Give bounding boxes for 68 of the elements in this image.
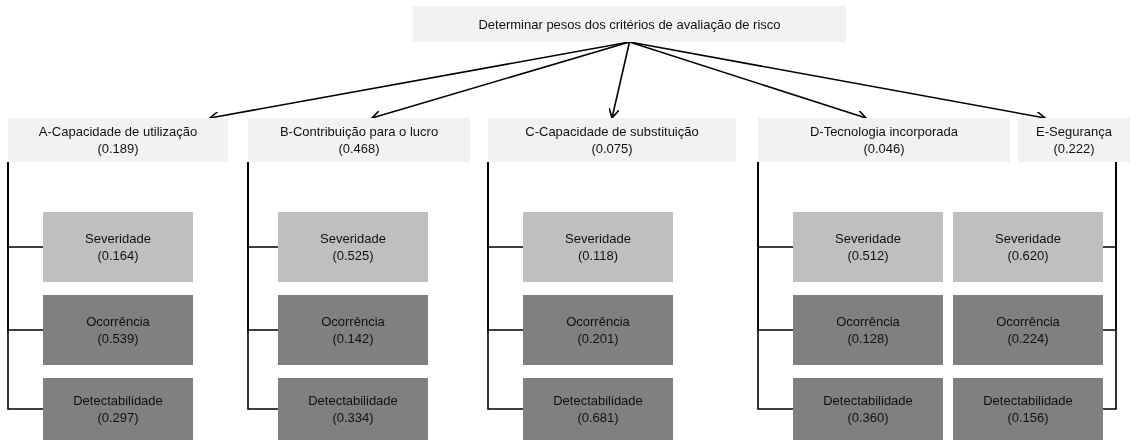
weight-value: (0.118) (577, 247, 619, 264)
subcriterion-box (43, 212, 193, 282)
weight-value: (0.297) (97, 409, 139, 426)
criterion-box (1018, 118, 1130, 162)
weight-value: (0.512) (847, 247, 889, 264)
goal-box (413, 6, 846, 42)
node-label: Ocorrência (321, 313, 385, 330)
criterion-box (248, 118, 470, 162)
connector-line (7, 161, 44, 410)
subcriterion-box (523, 295, 673, 365)
node-label: Determinar pesos dos critérios de avaliação de risco (478, 15, 781, 33)
criterion-box (488, 118, 736, 162)
arrow (608, 41, 631, 119)
node-label: Detectabilidade (308, 392, 398, 409)
node-label: E-Segurança (1036, 123, 1112, 140)
weight-value: (0.189) (97, 140, 139, 157)
weight-value: (0.539) (97, 330, 139, 347)
connector-line (487, 161, 524, 410)
weight-value: (0.222) (1053, 140, 1095, 157)
node-label: D-Tecnologia incorporada (809, 123, 959, 140)
connector-line (757, 161, 794, 410)
node-label: Detectabilidade (553, 392, 643, 409)
criterion-box (8, 118, 228, 162)
weight-value: (0.201) (577, 330, 619, 347)
weight-value: (0.156) (1007, 409, 1049, 426)
connector-line (1102, 161, 1117, 410)
subcriterion-box (793, 378, 943, 440)
subcriterion-box (43, 295, 193, 365)
subcriterion-box (278, 378, 428, 440)
node-label: Severidade (320, 230, 386, 247)
weight-value: (0.164) (97, 247, 139, 264)
weight-value: (0.046) (863, 140, 905, 157)
node-label: A-Capacidade de utilização (38, 123, 198, 140)
weight-value: (0.468) (338, 140, 380, 157)
subcriterion-box (953, 378, 1103, 440)
node-label: Severidade (835, 230, 901, 247)
node-label: Severidade (565, 230, 631, 247)
subcriterion-box (278, 212, 428, 282)
subcriterion-box (43, 378, 193, 440)
weight-value: (0.142) (332, 330, 374, 347)
subcriterion-box (793, 212, 943, 282)
node-label: Detectabilidade (823, 392, 913, 409)
node-label: B-Contribuição para o lucro (279, 123, 439, 140)
weight-value: (0.620) (1007, 247, 1049, 264)
weight-value: (0.360) (847, 409, 889, 426)
subcriterion-box (953, 212, 1103, 282)
node-label: Ocorrência (836, 313, 900, 330)
node-label: Ocorrência (86, 313, 150, 330)
node-label: Severidade (85, 230, 151, 247)
criterion-box (758, 118, 1010, 162)
subcriterion-box (523, 212, 673, 282)
node-label: Severidade (995, 230, 1061, 247)
node-label: Ocorrência (566, 313, 630, 330)
weight-value: (0.334) (332, 409, 374, 426)
subcriterion-box (523, 378, 673, 440)
subcriterion-box (278, 295, 428, 365)
node-label: Detectabilidade (983, 392, 1073, 409)
node-label: C-Capacidade de substituição (525, 123, 699, 140)
weight-value: (0.681) (577, 409, 619, 426)
node-label: Detectabilidade (73, 392, 163, 409)
weight-value: (0.525) (332, 247, 374, 264)
connector-line (247, 161, 279, 410)
weight-value: (0.128) (847, 330, 889, 347)
subcriterion-box (793, 295, 943, 365)
weight-value: (0.075) (591, 140, 633, 157)
subcriterion-box (953, 295, 1103, 365)
weight-value: (0.224) (1007, 330, 1049, 347)
node-label: Ocorrência (996, 313, 1060, 330)
